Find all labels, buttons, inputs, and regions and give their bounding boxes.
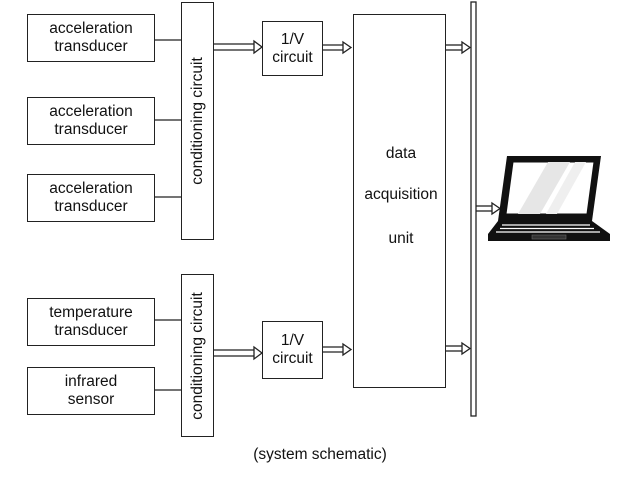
conditioning-circuit-label: conditioning circuit — [188, 291, 206, 420]
arrow-iv2-to-daq — [323, 342, 353, 357]
daq-label-unit: unit — [388, 230, 414, 247]
data-bus — [470, 1, 477, 417]
sensor-label-line1: acceleration — [49, 20, 133, 37]
sensor-label-line2: transducer — [54, 121, 128, 138]
arrow-daq-to-bus-top — [446, 40, 472, 55]
iv-circuit-label-line1: 1/V — [280, 30, 305, 48]
data-acquisition-unit — [353, 14, 446, 388]
sensor-label-line2: transducer — [54, 198, 128, 215]
conditioning-circuit-1: conditioning circuit — [181, 2, 214, 240]
sensor-label-line2: sensor — [67, 391, 115, 408]
iv-circuit-label-line2: circuit — [272, 48, 313, 66]
daq-label-data: data — [385, 145, 417, 162]
sensor-label-line1: acceleration — [49, 180, 133, 197]
conditioning-circuit-2: conditioning circuit — [181, 274, 214, 437]
iv-circuit-label-line2: circuit — [272, 350, 313, 367]
arrow-cond1-to-iv1 — [214, 39, 264, 55]
laptop-icon — [488, 156, 610, 241]
figure-caption: (system schematic) — [253, 446, 387, 463]
sensor-label-line2: transducer — [54, 38, 128, 55]
daq-label-acquisition: acquisition — [364, 186, 438, 203]
sensor-label-line1: temperature — [49, 304, 133, 321]
arrow-iv1-to-daq — [323, 40, 353, 55]
conditioning-circuit-label: conditioning circuit — [188, 57, 206, 185]
sensor-label-line1: infrared — [64, 373, 118, 390]
arrow-cond2-to-iv2 — [214, 345, 264, 361]
iv-circuit-label-line1: 1/V — [280, 332, 305, 349]
arrow-bus-to-computer — [476, 201, 502, 216]
sensor-label-line2: transducer — [54, 322, 128, 339]
sensor-label-line1: acceleration — [49, 103, 133, 120]
arrow-daq-to-bus-bottom — [446, 341, 472, 356]
